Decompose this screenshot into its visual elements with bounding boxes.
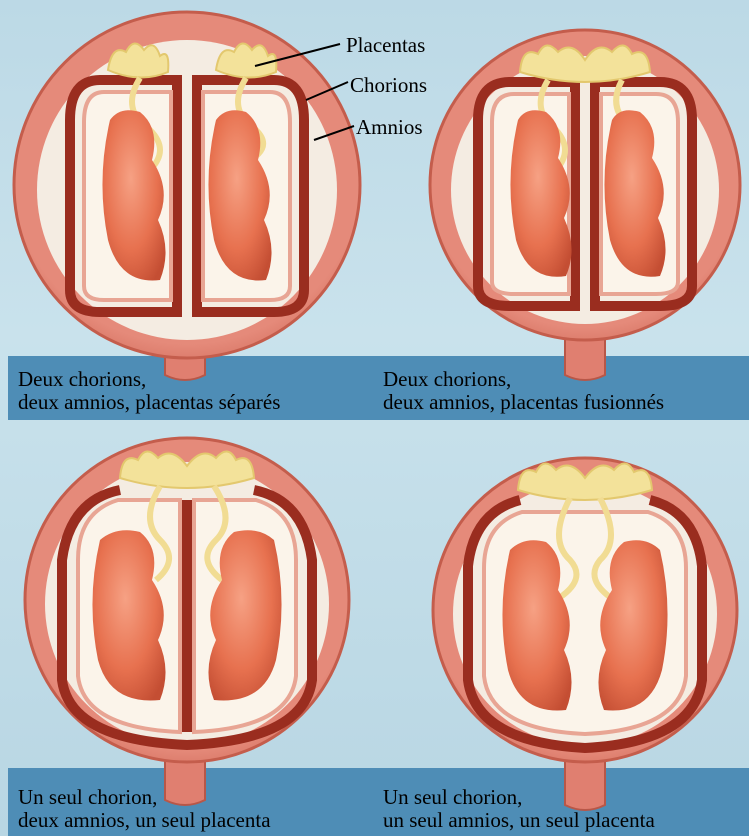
caption-line-1: Deux chorions, bbox=[383, 368, 664, 391]
panel-4-diagram bbox=[433, 458, 737, 810]
label-placentas: Placentas bbox=[346, 34, 425, 57]
caption-line-2: deux amnios, un seul placenta bbox=[18, 809, 271, 832]
caption-line-2: deux amnios, placentas fusionnés bbox=[383, 391, 664, 414]
caption-line-2: un seul amnios, un seul placenta bbox=[383, 809, 655, 832]
caption-panel-2: Deux chorions, deux amnios, placentas fu… bbox=[383, 368, 664, 414]
label-amnios: Amnios bbox=[356, 116, 423, 139]
panel-1-diagram bbox=[14, 12, 360, 380]
caption-line-1: Un seul chorion, bbox=[383, 786, 655, 809]
caption-panel-3: Un seul chorion, deux amnios, un seul pl… bbox=[18, 786, 271, 832]
caption-panel-1: Deux chorions, deux amnios, placentas sé… bbox=[18, 368, 280, 414]
panel-2-diagram bbox=[430, 30, 740, 380]
panel-3-diagram bbox=[25, 438, 349, 805]
label-chorions: Chorions bbox=[350, 74, 427, 97]
caption-panel-4: Un seul chorion, un seul amnios, un seul… bbox=[383, 786, 655, 832]
caption-line-2: deux amnios, placentas séparés bbox=[18, 391, 280, 414]
caption-line-1: Un seul chorion, bbox=[18, 786, 271, 809]
caption-line-1: Deux chorions, bbox=[18, 368, 280, 391]
chorion-septum bbox=[182, 500, 192, 732]
